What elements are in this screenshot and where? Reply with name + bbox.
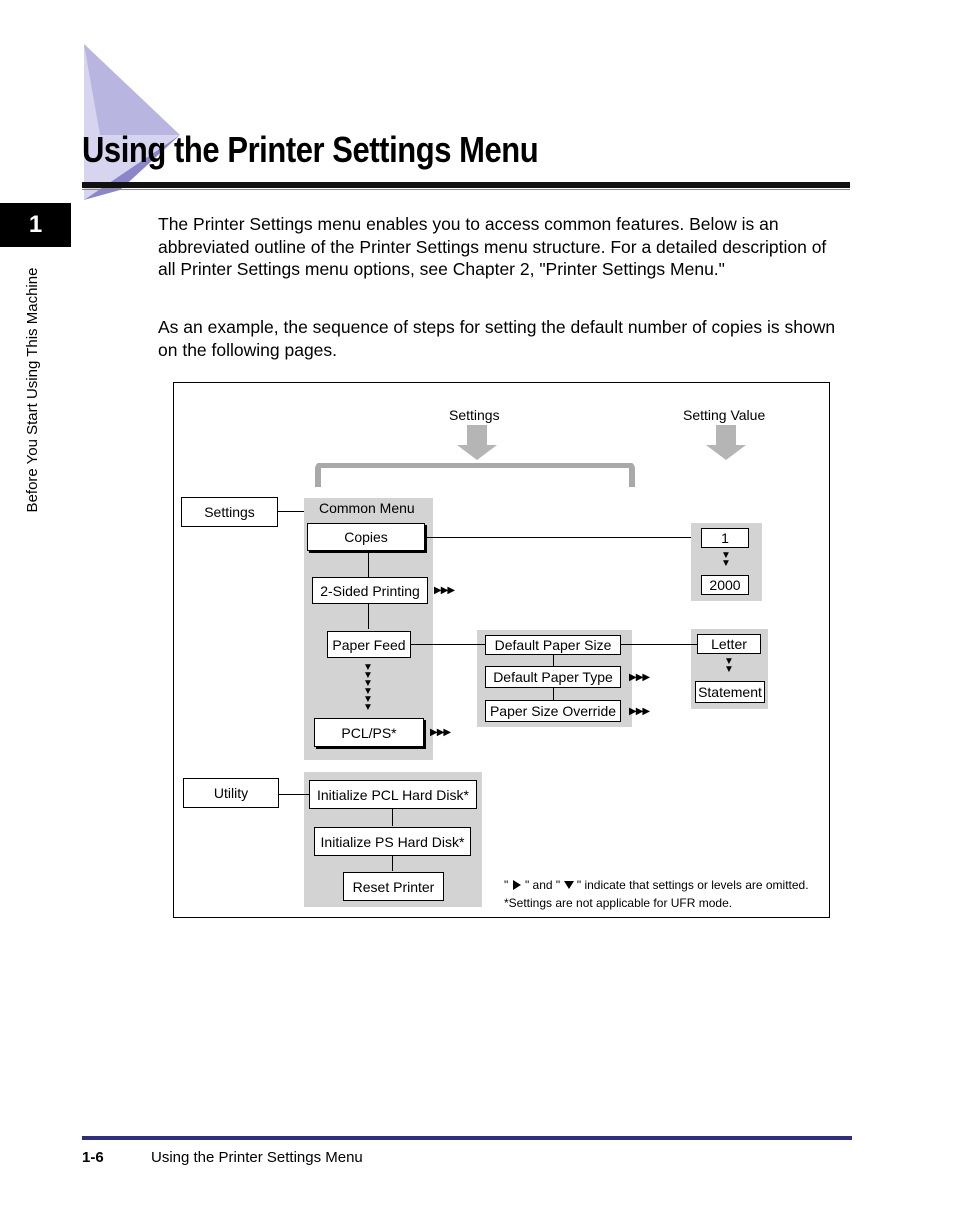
connector <box>553 688 554 700</box>
range-arrows-icon: ▼ ▼ <box>723 658 735 674</box>
example-paragraph: As an example, the sequence of steps for… <box>158 316 838 361</box>
initialize-ps-box: Initialize PS Hard Disk* <box>314 827 471 856</box>
note-quote: " <box>504 878 508 892</box>
paper-feed-box: Paper Feed <box>327 631 411 658</box>
connector <box>392 809 393 826</box>
note-and: " and " <box>525 878 560 892</box>
setting-value-column-label: Setting Value <box>683 407 765 423</box>
paper-size-override-box: Paper Size Override <box>485 700 621 722</box>
connector <box>277 511 304 512</box>
down-triangle-icon <box>564 880 574 890</box>
down-arrow-icon: ▼ <box>723 666 735 674</box>
page-title: Using the Printer Settings Menu <box>82 128 538 172</box>
menu-structure-diagram: Settings Setting Value Settings Utility … <box>173 382 830 918</box>
statement-value: Statement <box>695 681 765 703</box>
more-settings-icon: ▶▶▶ <box>629 706 649 718</box>
connector <box>410 644 485 645</box>
connector <box>553 655 554 666</box>
connector <box>621 644 697 645</box>
default-paper-type-box: Default Paper Type <box>485 666 621 688</box>
settings-down-arrow-icon <box>456 425 498 461</box>
footer-title: Using the Printer Settings Menu <box>151 1149 363 1166</box>
title-rule-thin <box>82 189 850 190</box>
utility-box: Utility <box>183 778 279 808</box>
two-sided-printing-box: 2-Sided Printing <box>312 577 428 604</box>
more-settings-icon: ▶▶▶ <box>629 672 649 684</box>
settings-bracket <box>314 463 639 489</box>
common-menu-label: Common Menu <box>319 500 415 516</box>
connector <box>278 794 310 795</box>
omitted-levels-icon: ▼ ▼ ▼ ▼ ▼ ▼ <box>362 664 374 712</box>
reset-printer-box: Reset Printer <box>343 872 444 901</box>
initialize-pcl-box: Initialize PCL Hard Disk* <box>309 780 477 809</box>
connector <box>426 537 691 538</box>
pcl-ps-box: PCL/PS* <box>314 718 424 747</box>
settings-box: Settings <box>181 497 278 527</box>
chapter-side-label: Before You Start Using This Machine <box>23 240 43 540</box>
intro-paragraph: The Printer Settings menu enables you to… <box>158 213 838 281</box>
value-down-arrow-icon <box>705 425 747 461</box>
down-arrow-icon: ▼ <box>720 560 732 568</box>
default-paper-size-box: Default Paper Size <box>485 635 621 655</box>
letter-value: Letter <box>697 634 761 654</box>
title-rule <box>82 182 850 188</box>
more-settings-icon: ▶▶▶ <box>434 585 454 597</box>
copies-box: Copies <box>307 523 425 551</box>
range-arrows-icon: ▼ ▼ <box>720 552 732 568</box>
footer-rule <box>82 1136 852 1140</box>
connector <box>368 551 369 577</box>
more-settings-icon: ▶▶▶ <box>430 727 450 739</box>
right-triangle-icon <box>512 880 522 890</box>
decorative-triangle <box>80 40 190 205</box>
copies-min-value: 1 <box>701 528 749 548</box>
settings-column-label: Settings <box>449 407 500 423</box>
down-arrow-icon: ▼ <box>362 704 374 712</box>
connector <box>368 604 369 629</box>
omission-note: " " and " " indicate that settings or le… <box>504 878 809 892</box>
note-rest: " indicate that settings or levels are o… <box>577 878 809 892</box>
copies-max-value: 2000 <box>701 575 749 595</box>
connector <box>392 855 393 871</box>
page-number: 1-6 <box>82 1149 104 1166</box>
ufr-note: *Settings are not applicable for UFR mod… <box>504 896 732 910</box>
